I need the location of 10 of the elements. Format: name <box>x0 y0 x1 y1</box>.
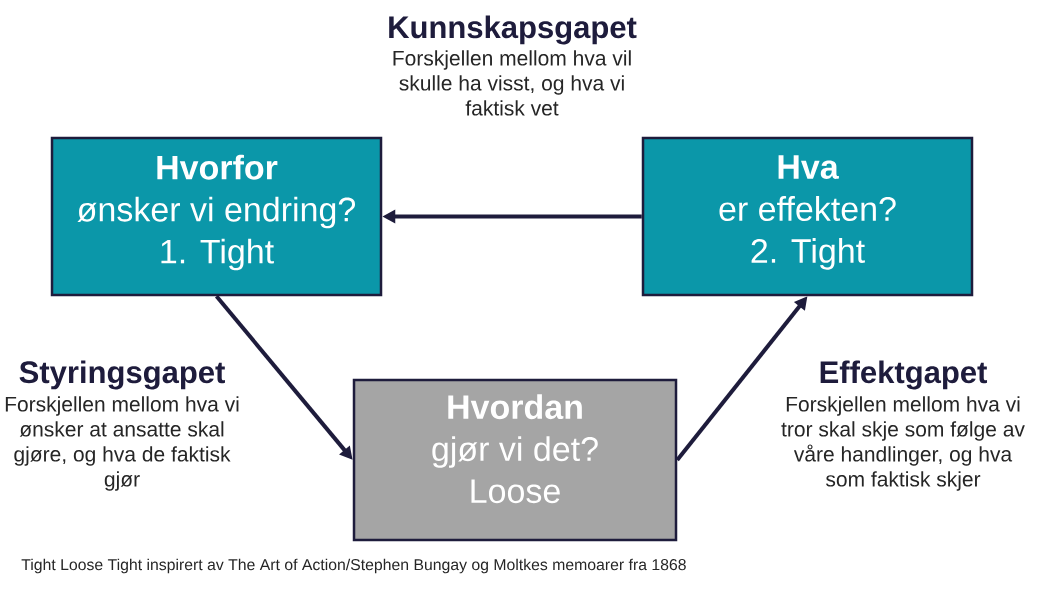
footnote: Tight Loose Tight inspirert av The Art of Action/Stephen Bungay og Moltkes memoarer fra 1868 <box>21 558 686 574</box>
process-box: Hvordan gjør vi det? Loose <box>352 378 678 542</box>
gap-description: Forskjellen mellom hva vi tror skal skje som følge av våre handlinger, og hva som faktisk skjer <box>781 396 1025 491</box>
gap-description: Forskjellen mellom hva vil skulle ha visst, og hva vi faktisk vet <box>393 50 631 116</box>
gap-heading: Styringsgapet <box>19 360 225 390</box>
gap-heading: Effektgapet <box>820 360 987 390</box>
gap-heading: Kunnskapsgapet <box>389 15 637 45</box>
gap-description: Forskjellen mellom hva vi ønsker at ansatte skal gjøre, og hva de faktisk gjør <box>5 396 239 491</box>
process-box: Hva er effekten? 2. Tight <box>641 136 974 297</box>
process-box: Hvorfor ønsker vi endring? 1. Tight <box>50 136 383 297</box>
